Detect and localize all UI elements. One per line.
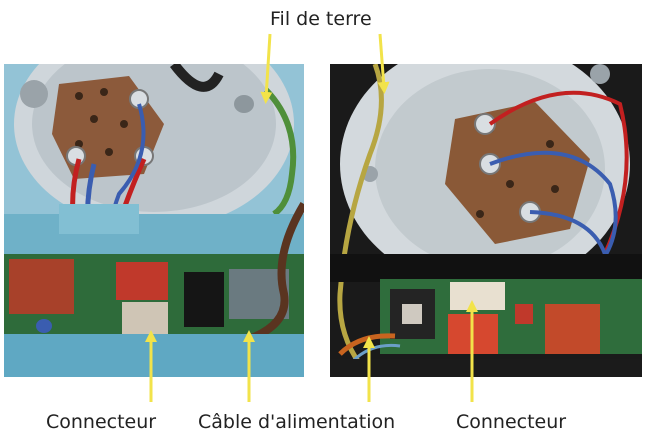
photo-left-drawing	[4, 64, 304, 377]
photo-left	[4, 64, 304, 377]
earth-wire-arrow-right	[377, 33, 390, 94]
connector-right-label: Connecteur	[456, 411, 567, 433]
power-cable-label: Câble d'alimentation	[198, 411, 396, 433]
earth-wire-label: Fil de terre	[270, 8, 372, 30]
earth-wire-arrow-left	[260, 33, 273, 104]
connector-left-label: Connecteur	[46, 411, 157, 433]
